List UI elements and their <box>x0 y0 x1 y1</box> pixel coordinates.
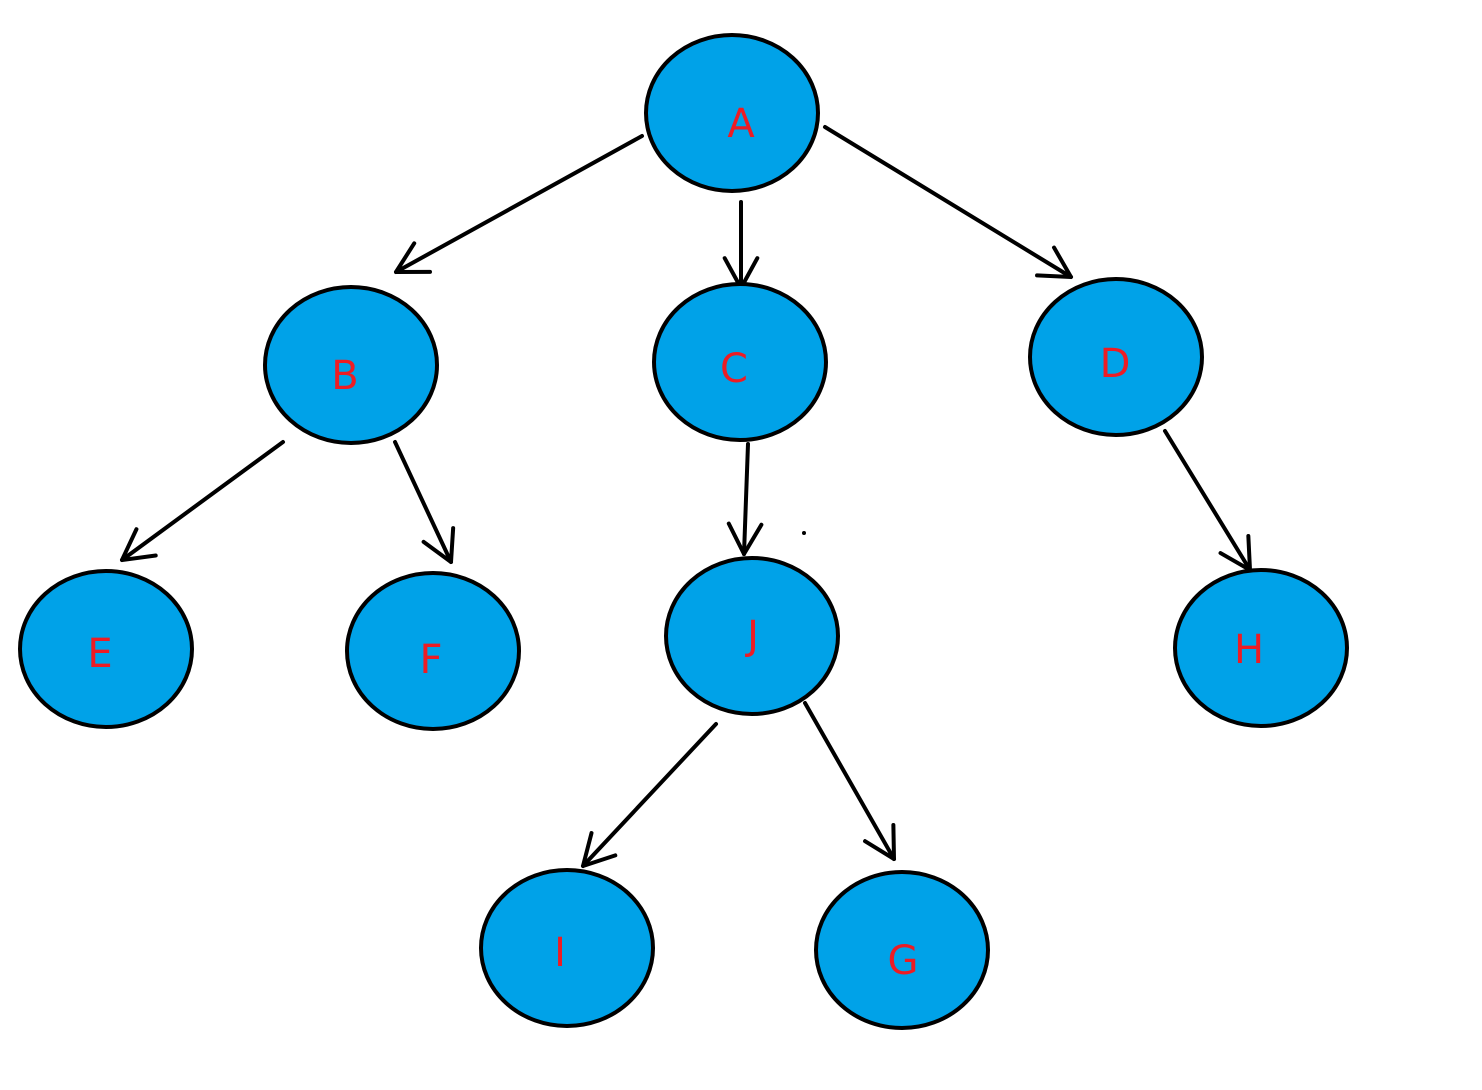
node-i: I <box>479 868 655 1028</box>
arrowhead <box>394 241 432 274</box>
node-label: D <box>1100 341 1131 387</box>
node-label: J <box>744 613 759 659</box>
node-e: E <box>18 569 194 729</box>
node-label: G <box>888 938 919 984</box>
node-ellipse <box>652 282 828 442</box>
edge-c-j <box>726 442 764 556</box>
edge-line <box>393 440 453 564</box>
node-a: A <box>644 33 820 193</box>
node-ellipse <box>479 868 655 1028</box>
node-label: B <box>331 353 358 399</box>
node-ellipse <box>1028 277 1204 437</box>
node-ellipse <box>644 33 820 193</box>
edge-j-i <box>581 722 718 868</box>
node-c: C <box>652 282 828 442</box>
arrowhead <box>120 527 158 562</box>
edge-a-b <box>394 134 644 274</box>
node-g: G <box>814 870 990 1030</box>
edge-line <box>823 125 1073 279</box>
node-label: I <box>554 930 566 976</box>
node-h: H <box>1173 568 1349 728</box>
edge-line <box>120 440 285 562</box>
edge-line <box>394 134 644 274</box>
arrowhead <box>726 521 764 556</box>
node-ellipse <box>814 870 990 1030</box>
node-ellipse <box>18 569 194 729</box>
node-b: B <box>263 285 439 445</box>
arrowhead <box>581 831 618 868</box>
node-ellipse <box>664 556 840 716</box>
edge-line <box>803 701 896 861</box>
node-label: E <box>87 631 112 677</box>
node-d: D <box>1028 277 1204 437</box>
edges-group <box>120 125 1252 868</box>
node-label: A <box>727 101 755 147</box>
node-f: F <box>345 571 521 731</box>
nodes-group: A B C D E F J H I G <box>18 33 1349 1030</box>
node-ellipse <box>1173 568 1349 728</box>
edge-b-e <box>120 440 285 562</box>
node-label: F <box>419 637 442 683</box>
node-ellipse <box>345 571 521 731</box>
stray-dot <box>802 531 806 535</box>
edge-b-f <box>393 440 456 564</box>
edge-a-d <box>823 125 1073 279</box>
edge-line <box>742 442 750 556</box>
node-j: J <box>664 556 840 716</box>
arrowhead <box>1035 245 1073 279</box>
node-ellipse <box>263 285 439 445</box>
arrowhead <box>863 823 896 861</box>
node-label: H <box>1234 627 1264 673</box>
edge-line <box>581 722 718 868</box>
edge-j-g <box>803 701 896 861</box>
node-label: C <box>720 346 748 392</box>
arrowhead <box>421 526 456 564</box>
edge-line <box>1163 429 1252 572</box>
